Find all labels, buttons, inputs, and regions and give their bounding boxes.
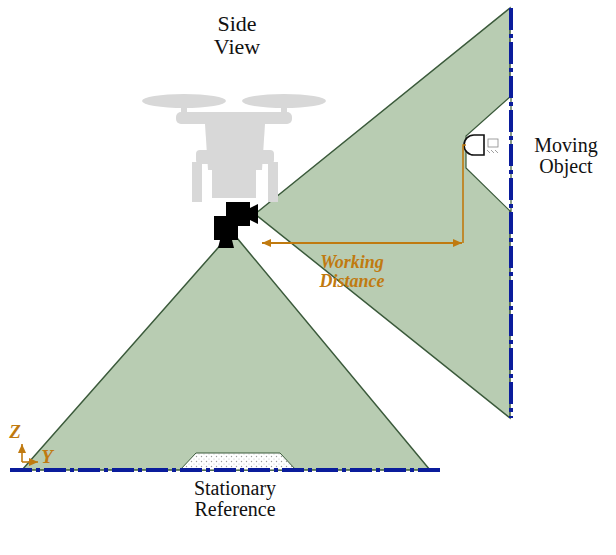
object-sketch-spray (487, 150, 498, 153)
reference-texture (180, 453, 296, 470)
y-axis (22, 461, 38, 463)
moving-object (464, 135, 484, 155)
distance-arrow (262, 242, 462, 244)
drone (142, 94, 326, 202)
down-camera (214, 216, 238, 248)
fov-side (255, 8, 510, 418)
axis-label: Y (37, 447, 57, 467)
object-label: Moving Object (525, 135, 607, 177)
distance-label: Working Distance (307, 253, 397, 291)
fov-down (22, 232, 430, 470)
reference-label: Stationary Reference (180, 478, 290, 520)
view-title: Side View (202, 12, 272, 58)
reference-line (10, 468, 440, 472)
object-line (509, 8, 513, 418)
distance-leader (463, 145, 466, 243)
axis-label: Z (5, 422, 25, 442)
z-axis (21, 444, 23, 462)
reference-patch (180, 453, 296, 470)
object-sketch (488, 139, 498, 147)
